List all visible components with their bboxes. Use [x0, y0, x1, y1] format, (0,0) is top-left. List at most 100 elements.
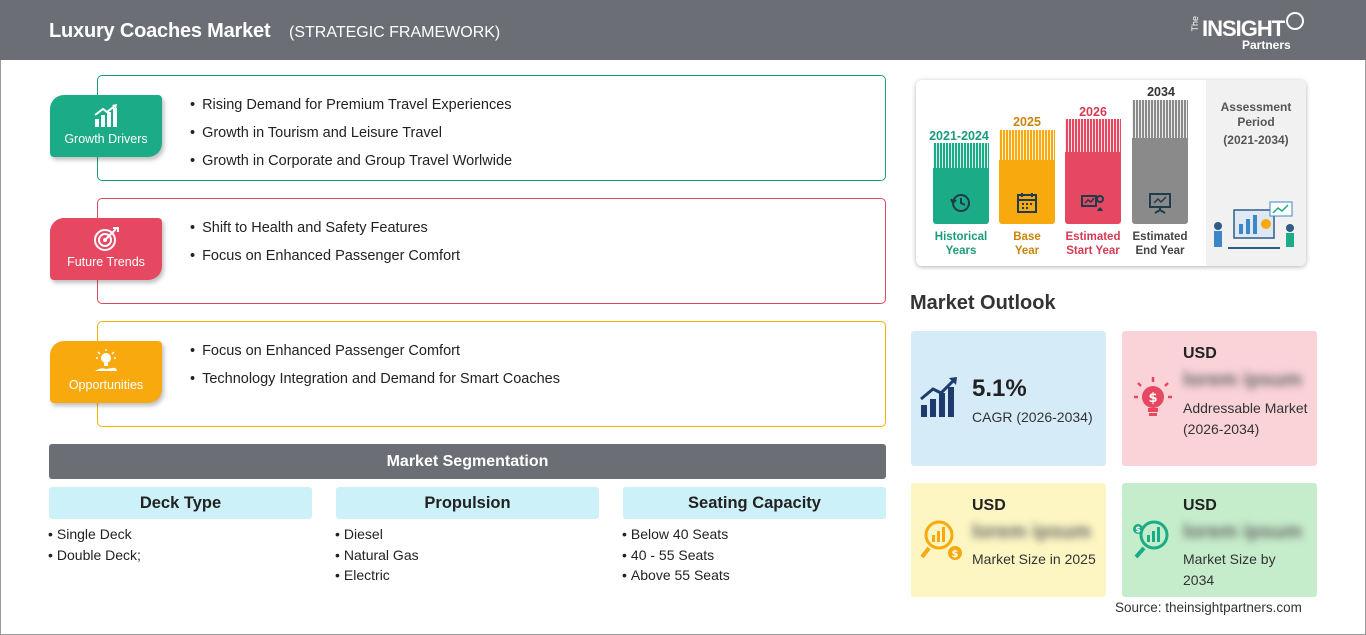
growth-bars-icon — [920, 377, 957, 417]
future-trends-list: Shift to Health and Safety Features Focu… — [190, 219, 460, 275]
start-label-line2: Start Year — [1066, 245, 1120, 257]
source-link[interactable]: Source: theinsightpartners.com — [1115, 600, 1302, 615]
list-item: Technology Integration and Demand for Sm… — [190, 370, 560, 398]
assessment-range: (2021-2034) — [1223, 133, 1289, 147]
growth-drivers-list: Rising Demand for Premium Travel Experie… — [190, 96, 512, 180]
opportunities-badge: Opportunities — [50, 341, 162, 403]
end-label-line1: Estimated — [1132, 231, 1188, 243]
end-stripes — [1132, 100, 1188, 138]
size-2025-label: Market Size in 2025 — [972, 551, 1096, 567]
segment-header-propulsion: Propulsion — [336, 487, 599, 519]
insight-partners-logo[interactable]: The INSIGHT Partners — [1190, 10, 1310, 54]
size-2034-currency: USD — [1183, 497, 1217, 514]
growth-drivers-badge: Growth Drivers — [50, 95, 162, 157]
list-item: Growth in Corporate and Group Travel Wor… — [190, 152, 512, 180]
future-trends-label: Future Trends — [67, 255, 145, 269]
logo-the: The — [1190, 16, 1200, 32]
list-item: Growth in Tourism and Leisure Travel — [190, 124, 512, 152]
historical-label-line1: Historical — [934, 231, 988, 243]
svg-text:$: $ — [952, 549, 959, 560]
deck-type-list: Single Deck Double Deck; — [48, 524, 141, 565]
list-item: Shift to Health and Safety Features — [190, 219, 460, 247]
size-2025-currency: USD — [972, 497, 1006, 514]
idea-dollar-icon: $ — [1134, 377, 1172, 416]
end-label-line2: End Year — [1135, 245, 1185, 257]
assessment-label-line2: Period — [1237, 114, 1275, 129]
calendar-icon — [1017, 193, 1037, 213]
segment-header-deck-type: Deck Type — [49, 487, 312, 519]
lightbulb-hand-icon — [95, 349, 117, 371]
projection-screen-icon — [1081, 195, 1104, 211]
target-icon — [94, 227, 119, 251]
size-2034-value: lorem ipsum — [1183, 521, 1302, 543]
header-bar: Luxury Coaches Market (STRATEGIC FRAMEWO… — [0, 0, 1366, 60]
list-item: Single Deck — [48, 524, 141, 545]
history-clock-icon — [950, 194, 970, 212]
list-item: Natural Gas — [335, 545, 419, 566]
base-bar — [999, 160, 1055, 224]
market-segmentation-bar: Market Segmentation — [49, 444, 886, 479]
logo-partners: Partners — [1242, 38, 1291, 52]
magnifier-growth-icon: $ — [1133, 520, 1169, 559]
propulsion-list: Diesel Natural Gas Electric — [335, 524, 419, 586]
cagr-label: CAGR (2026-2034) — [972, 409, 1093, 425]
list-item: Rising Demand for Premium Travel Experie… — [190, 96, 512, 124]
svg-text:$: $ — [1135, 525, 1141, 534]
cagr-value: 5.1% — [972, 375, 1027, 402]
base-label-line2: Year — [1014, 245, 1040, 257]
size-2025-value: lorem ipsum — [972, 521, 1091, 543]
list-item: Above 55 Seats — [622, 565, 730, 586]
market-size-2025-card: $ USD lorem ipsum Market Size in 2025 — [911, 483, 1106, 597]
future-trends-badge: Future Trends — [50, 218, 162, 280]
growth-drivers-label: Growth Drivers — [64, 132, 148, 146]
historical-label-line2: Years — [945, 245, 977, 257]
start-year: 2026 — [1079, 105, 1107, 119]
start-stripes — [1065, 119, 1121, 152]
assessment-label-line1: Assessment — [1220, 100, 1292, 114]
list-item: Focus on Enhanced Passenger Comfort — [190, 342, 560, 370]
opportunities-list: Focus on Enhanced Passenger Comfort Tech… — [190, 342, 560, 398]
opportunities-box: Focus on Enhanced Passenger Comfort Tech… — [97, 321, 886, 427]
addressable-currency: USD — [1183, 345, 1217, 362]
market-outlook-title: Market Outlook — [910, 292, 1056, 314]
growth-drivers-box: Rising Demand for Premium Travel Experie… — [97, 75, 886, 181]
growth-chart-icon — [94, 104, 117, 127]
start-label-line1: Estimated — [1065, 231, 1121, 243]
size-2034-label: Market Size by 2034 — [1183, 551, 1276, 588]
historical-year: 2021-2024 — [929, 129, 989, 143]
logo-ring-icon — [1286, 12, 1304, 30]
page-title: Luxury Coaches Market — [49, 20, 271, 42]
list-item: Diesel — [335, 524, 419, 545]
historical-stripes — [933, 143, 989, 168]
start-bar — [1065, 152, 1121, 224]
opportunities-label: Opportunities — [68, 378, 144, 392]
seating-capacity-list: Below 40 Seats 40 - 55 Seats Above 55 Se… — [622, 524, 730, 586]
assessment-period: Assessment Period (2021-2034) — [1210, 100, 1302, 148]
analytics-people-icon — [1214, 201, 1294, 249]
magnifier-dollar-icon: $ — [920, 520, 962, 560]
addressable-market-card: $ USD lorem ipsum Addressable Market (20… — [1122, 331, 1317, 466]
list-item: Below 40 Seats — [622, 524, 730, 545]
list-item: 40 - 55 Seats — [622, 545, 730, 566]
list-item: Double Deck; — [48, 545, 141, 566]
page-subtitle: (STRATEGIC FRAMEWORK) — [289, 24, 501, 41]
base-year: 2025 — [1013, 115, 1041, 129]
cagr-card: 5.1% CAGR (2026-2034) — [911, 331, 1106, 466]
list-item: Focus on Enhanced Passenger Comfort — [190, 247, 460, 275]
segment-header-seating-capacity: Seating Capacity — [623, 487, 886, 519]
base-label-line1: Base — [1013, 231, 1041, 243]
future-trends-box: Shift to Health and Safety Features Focu… — [97, 198, 886, 304]
logo-insight: INSIGHT — [1202, 16, 1285, 41]
addressable-label: Addressable Market (2026-2034) — [1183, 400, 1308, 437]
base-stripes — [999, 130, 1055, 160]
market-size-2034-card: $ USD lorem ipsum Market Size by 2034 — [1122, 483, 1317, 597]
svg-text:$: $ — [1148, 391, 1157, 406]
list-item: Electric — [335, 565, 419, 586]
end-year: 2034 — [1147, 85, 1175, 99]
addressable-value: lorem ipsum — [1183, 369, 1302, 391]
presentation-board-icon — [1149, 193, 1171, 214]
